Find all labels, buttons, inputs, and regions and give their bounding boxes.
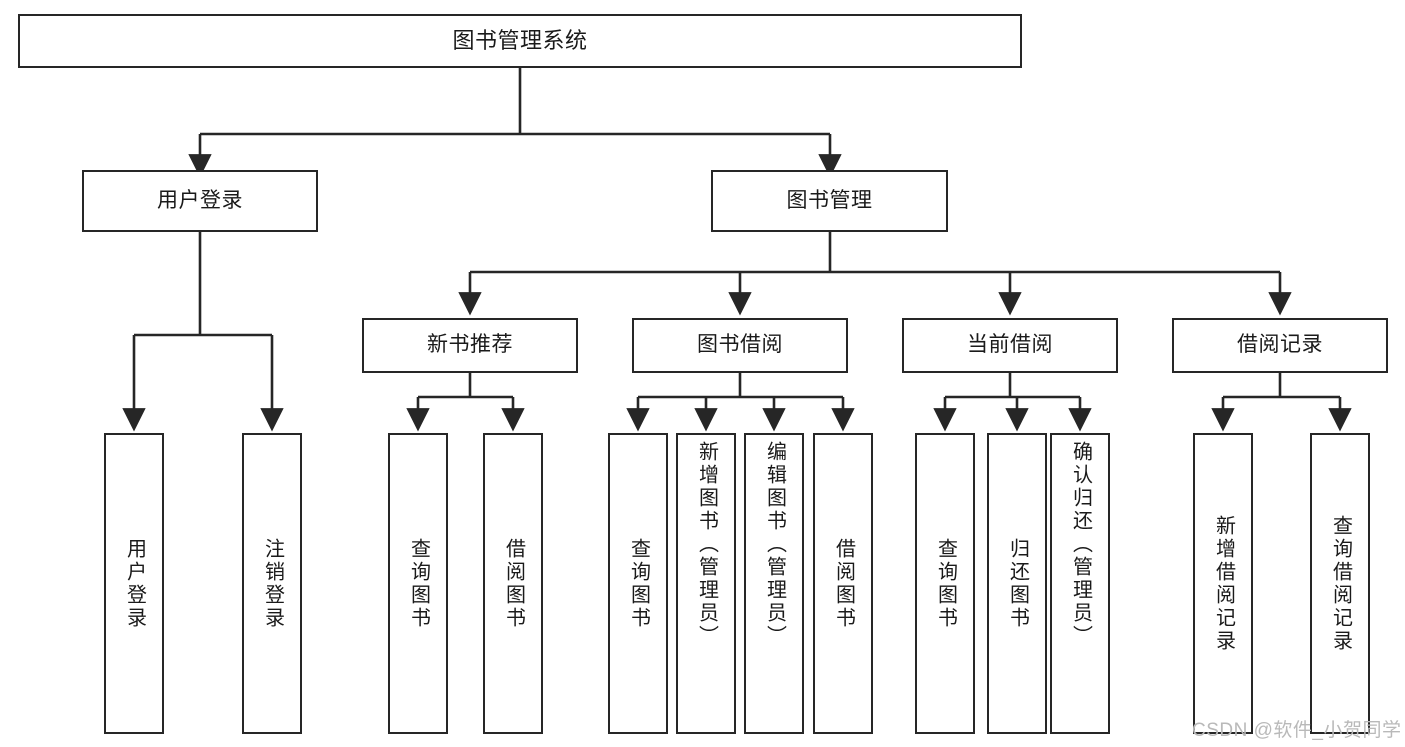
- csdn-watermark: CSDN @软件_小贺同学: [1192, 720, 1402, 741]
- node-label: 借阅图书: [502, 537, 525, 630]
- leaf-user-login-signin[interactable]: 用户登录: [104, 433, 164, 734]
- leaf-current-borrow-confirm-return[interactable]: 确认归还（管理员）: [1050, 433, 1110, 734]
- node-label: 新增图书（管理员）: [695, 441, 718, 648]
- leaf-book-borrow-add[interactable]: 新增图书（管理员）: [676, 433, 736, 734]
- node-current-borrow[interactable]: 当前借阅: [902, 318, 1118, 373]
- node-label: 新增借阅记录: [1212, 514, 1235, 653]
- node-user-login[interactable]: 用户登录: [82, 170, 318, 232]
- node-label: 查询图书: [627, 537, 650, 630]
- node-label: 图书借阅: [697, 333, 783, 357]
- leaf-book-borrow-query[interactable]: 查询图书: [608, 433, 668, 734]
- node-label: 图书管理: [786, 188, 873, 212]
- leaf-book-borrow-edit[interactable]: 编辑图书（管理员）: [744, 433, 804, 734]
- leaf-borrow-record-add[interactable]: 新增借阅记录: [1193, 433, 1253, 734]
- node-book-management[interactable]: 图书管理: [711, 170, 948, 232]
- node-label: 用户登录: [123, 537, 146, 630]
- node-label: 新书推荐: [427, 333, 513, 357]
- node-label: 注销登录: [261, 537, 284, 630]
- node-label: 查询借阅记录: [1329, 514, 1352, 653]
- leaf-current-borrow-query[interactable]: 查询图书: [915, 433, 975, 734]
- leaf-user-login-signout[interactable]: 注销登录: [242, 433, 302, 734]
- node-label: 借阅记录: [1237, 333, 1323, 357]
- node-label: 当前借阅: [967, 333, 1053, 357]
- node-label: 确认归还（管理员）: [1069, 441, 1092, 648]
- node-label: 用户登录: [157, 188, 243, 212]
- node-label: 查询图书: [934, 537, 957, 630]
- node-label: 借阅图书: [832, 537, 855, 630]
- node-book-borrow[interactable]: 图书借阅: [632, 318, 848, 373]
- node-root-system[interactable]: 图书管理系统: [18, 14, 1022, 68]
- leaf-current-borrow-return[interactable]: 归还图书: [987, 433, 1047, 734]
- node-label: 编辑图书（管理员）: [763, 441, 786, 648]
- node-new-book-recommend[interactable]: 新书推荐: [362, 318, 578, 373]
- leaf-new-book-borrow[interactable]: 借阅图书: [483, 433, 543, 734]
- leaf-book-borrow-lend[interactable]: 借阅图书: [813, 433, 873, 734]
- node-borrow-record[interactable]: 借阅记录: [1172, 318, 1388, 373]
- node-label: 查询图书: [407, 537, 430, 630]
- node-label: 归还图书: [1006, 537, 1029, 630]
- leaf-borrow-record-query[interactable]: 查询借阅记录: [1310, 433, 1370, 734]
- leaf-new-book-query[interactable]: 查询图书: [388, 433, 448, 734]
- node-label: 图书管理系统: [452, 28, 588, 54]
